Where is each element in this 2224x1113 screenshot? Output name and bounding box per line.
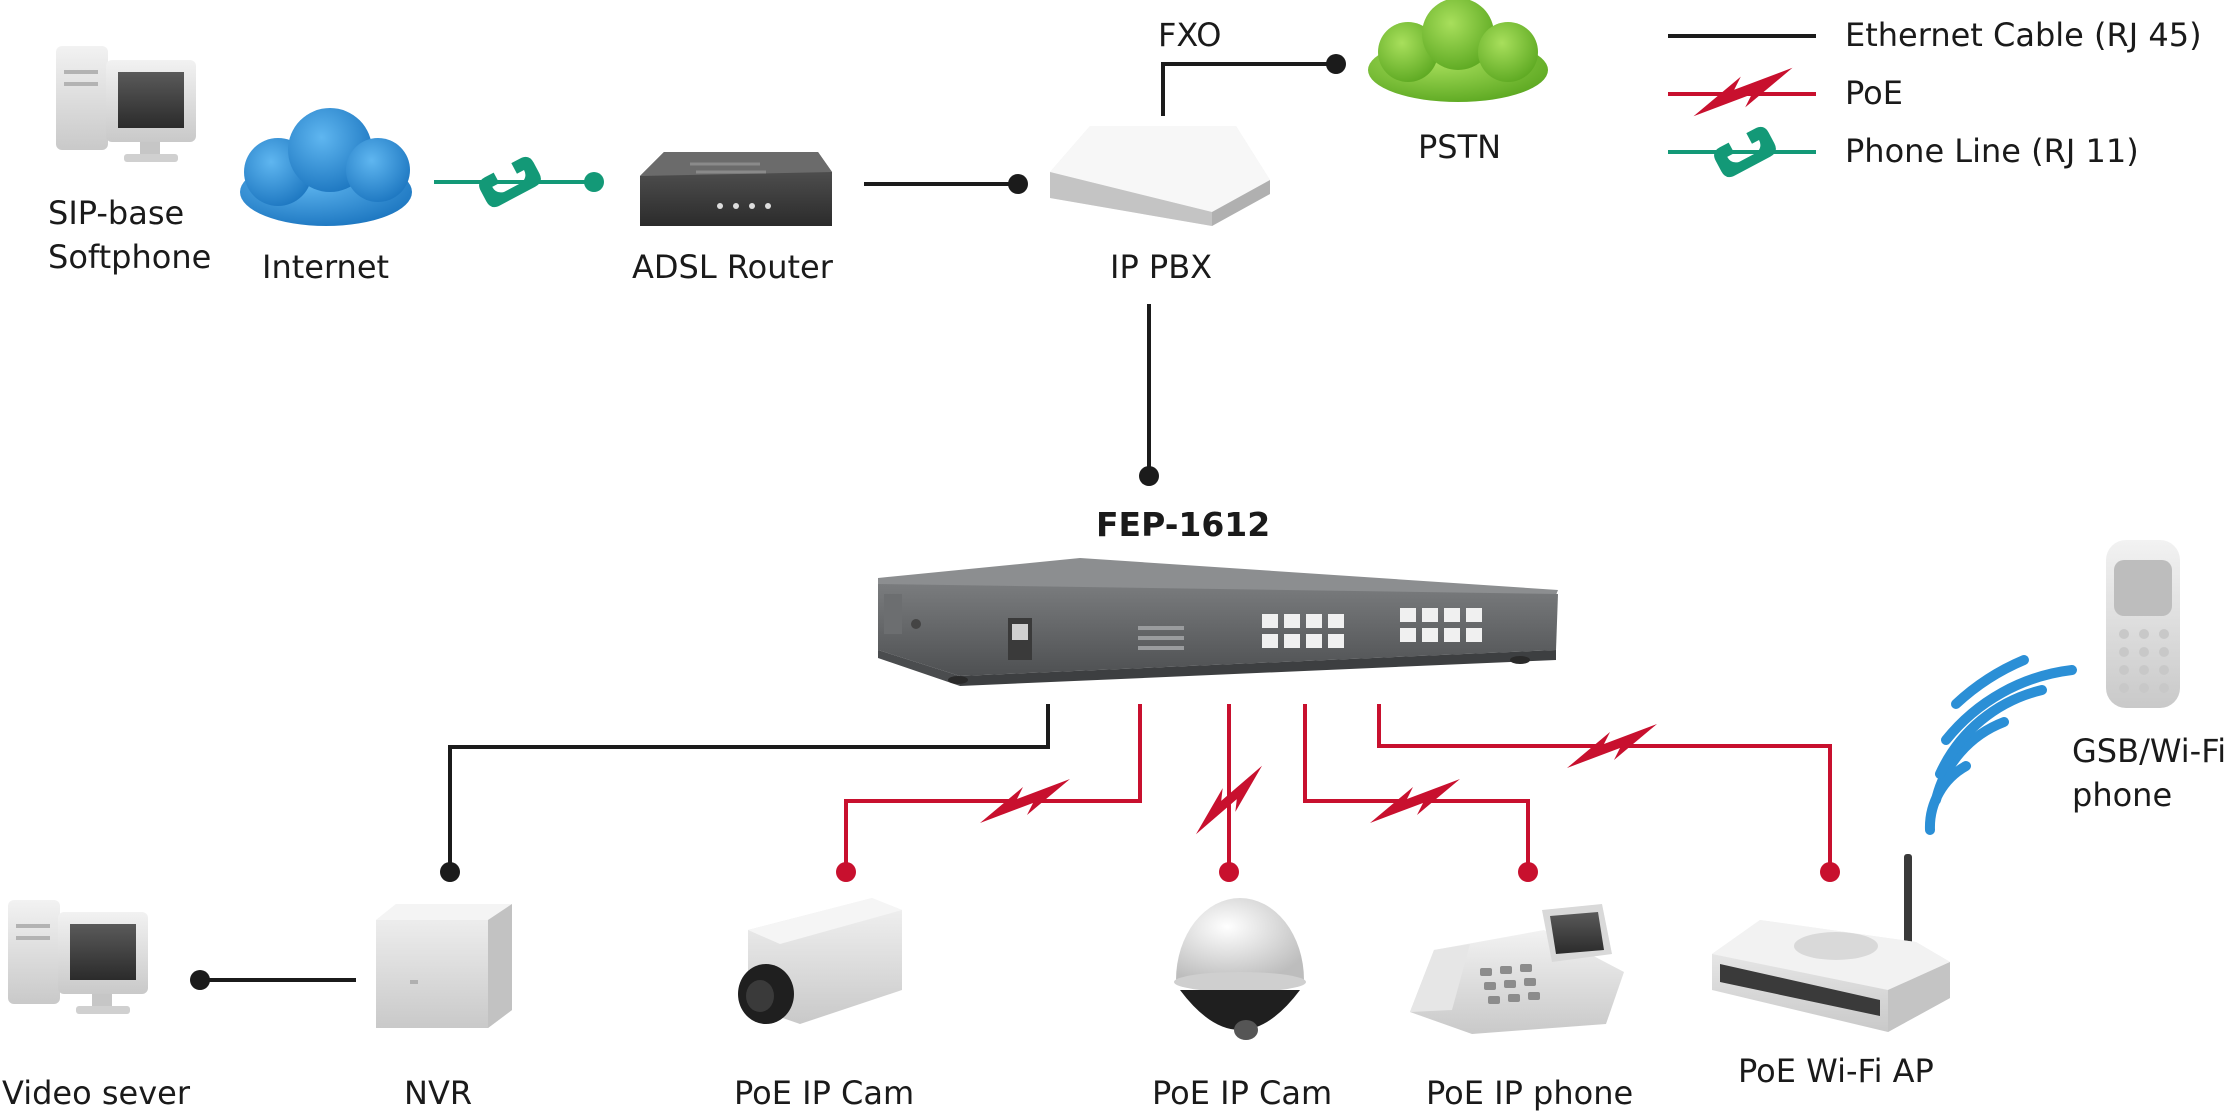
gsm-wifi-phone: GSB/Wi-Fi phone [2072,540,2224,814]
poe-wifi-ap-label: PoE Wi-Fi AP [1738,1052,1934,1090]
poe-ip-cam-box: PoE IP Cam [734,898,914,1112]
adsl-router-label: ADSL Router [632,248,834,286]
cloud-icon [240,108,412,226]
legend: Ethernet Cable (RJ 45) PoE Phone Line (R… [1668,16,2202,178]
video-server: Video sever [2,900,191,1112]
softphone-label-line2: Softphone [48,238,211,276]
ip-pbx-label: IP PBX [1110,248,1212,286]
phone-line-internet-adsl [434,156,604,208]
legend-ethernet-label: Ethernet Cable (RJ 45) [1845,16,2202,54]
cloud-icon [1368,0,1548,102]
desk-phone-icon [1410,904,1624,1034]
legend-poe-label: PoE [1845,74,1903,112]
port-group-right [1400,608,1482,642]
poe-switch-domecam [1181,704,1277,882]
poe-wifi-ap: PoE Wi-Fi AP [1712,854,1950,1090]
router-icon [640,152,832,226]
legend-phone-handset-icon [1714,126,1776,178]
poe-ip-cam-dome: PoE IP Cam [1152,898,1332,1112]
nvr-icon [376,904,512,1028]
nvr-label: NVR [404,1074,472,1112]
wifi-signal-icon [1924,655,2077,835]
video-server-label: Video sever [2,1074,191,1112]
ethernet-adsl-pbx [864,174,1028,194]
poe-cam-dome-label: PoE IP Cam [1152,1074,1332,1112]
switch-label: FEP-1612 [1096,505,1270,544]
ethernet-pbx-pstn [1161,54,1346,116]
mobile-label-line1: GSB/Wi-Fi [2072,732,2224,770]
pstn-cloud: PSTN [1368,0,1548,166]
nvr: NVR [376,904,512,1112]
poe-ip-phone-label: PoE IP phone [1426,1074,1633,1112]
pstn-label: PSTN [1418,128,1501,166]
poe-switch-ipphone [1303,704,1538,882]
ip-pbx: FXO IP PBX [1050,16,1270,286]
internet-cloud: Internet [240,108,412,286]
poe-switch-wifiap [1377,704,1840,882]
pc-icon [8,900,148,1014]
poe-ip-phone: PoE IP phone [1410,904,1633,1112]
softphone-pc: SIP-base Softphone [48,46,211,276]
phone-handset-icon [479,156,541,208]
pc-icon [56,46,196,162]
switch-fep1612: FEP-1612 [878,505,1558,686]
ethernet-switch-nvr [440,704,1050,882]
ethernet-nvr-videoserver [190,970,356,990]
access-point-icon [1712,854,1950,1032]
softphone-label-line1: SIP-base [48,194,184,232]
ethernet-pbx-switch [1139,304,1159,486]
legend-phone-line-label: Phone Line (RJ 11) [1845,132,2139,170]
fxo-label: FXO [1158,16,1221,54]
pbx-icon [1050,126,1270,226]
box-camera-icon [738,898,902,1024]
internet-label: Internet [262,248,389,286]
poe-switch-boxcam [836,704,1142,882]
switch-icon [878,558,1558,686]
poe-cam-box-label: PoE IP Cam [734,1074,914,1112]
adsl-router: ADSL Router [632,152,834,286]
mobile-phone-icon [2106,540,2180,708]
port-group-left [1262,614,1344,648]
dome-camera-icon [1174,898,1306,1040]
mobile-label-line2: phone [2072,776,2172,814]
